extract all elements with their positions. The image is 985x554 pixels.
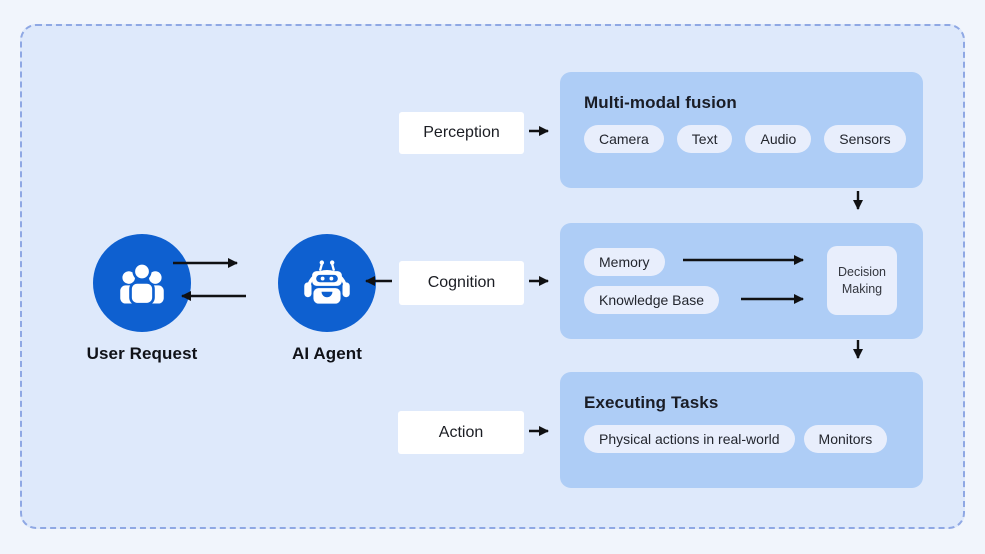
robot-icon	[278, 234, 376, 332]
chip-monitors: Monitors	[803, 425, 888, 453]
actor-user: User Request	[72, 234, 212, 364]
chip-text: Text	[676, 125, 733, 153]
stage-action: Action	[398, 411, 524, 454]
chip-sensors: Sensors	[824, 125, 906, 153]
diagram-board: User Request	[20, 24, 965, 529]
decision-making-box: Decision Making	[827, 246, 897, 315]
chip-knowledge-base: Knowledge Base	[584, 286, 720, 314]
actor-user-label: User Request	[86, 344, 198, 363]
action-chips: Physical actions in real-world Monitors	[584, 425, 899, 453]
panel-action: Executing Tasks Physical actions in real…	[560, 372, 923, 488]
panel-perception: Multi-modal fusion Camera Text Audio Sen…	[560, 72, 923, 188]
perception-chips: Camera Text Audio Sensors	[584, 125, 906, 153]
chip-audio: Audio	[745, 125, 812, 153]
panel-action-title: Executing Tasks	[584, 393, 719, 412]
actor-agent: AI Agent	[257, 234, 397, 364]
stage-perception: Perception	[399, 112, 524, 154]
panel-cognition: Memory Knowledge Base Decision Making	[560, 223, 923, 339]
panel-perception-title: Multi-modal fusion	[584, 93, 737, 112]
actor-agent-label: AI Agent	[291, 344, 363, 363]
chip-camera: Camera	[584, 125, 664, 153]
users-icon	[93, 234, 191, 332]
chip-memory: Memory	[584, 248, 665, 276]
stage-cognition: Cognition	[399, 261, 524, 305]
chip-physical-actions: Physical actions in real-world	[584, 425, 795, 453]
